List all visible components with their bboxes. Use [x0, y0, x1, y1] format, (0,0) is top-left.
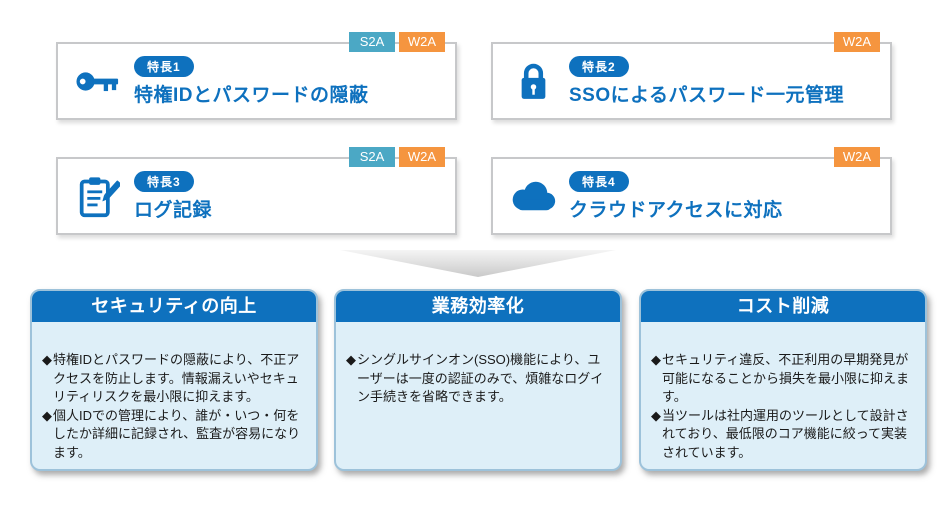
bullet-item: ◆ シングルサインオン(SSO)機能により、ユーザーは一度の認証のみで、煩雑なロ… — [346, 351, 612, 407]
tag-w2a: W2A — [834, 32, 880, 52]
lock-icon — [509, 62, 557, 101]
feature-card-3: S2A W2A 特長3 ログ記録 — [56, 147, 457, 235]
feature-texts: 特長3 ログ記録 — [134, 170, 213, 222]
bullet-text: 個人IDでの管理により、誰が・いつ・何をしたか詳細に記録され、監査が容易になりま… — [53, 407, 301, 460]
bullet-text: セキュリティ違反、不正利用の早期発見が可能になることから損失を最小限に抑えます。 — [662, 352, 910, 405]
clipboard-pencil-icon — [74, 175, 122, 218]
diamond-bullet-icon: ◆ — [346, 352, 356, 367]
edition-tags: W2A — [834, 32, 880, 52]
bullet-text: 特権IDとパスワードの隠蔽により、不正アクセスを防止します。情報漏えいやセキュリ… — [53, 352, 300, 405]
tag-w2a: W2A — [399, 147, 445, 167]
benefit-body: ◆ 特権IDとパスワードの隠蔽により、不正アクセスを防止します。情報漏えいやセキ… — [32, 322, 316, 462]
feature-card-4: W2A 特長4 クラウドアクセスに対応 — [491, 147, 892, 235]
edition-tags: S2A W2A — [349, 147, 445, 167]
feature-title: 特権IDとパスワードの隠蔽 — [134, 84, 369, 106]
benefit-box-security: セキュリティの向上 ◆ 特権IDとパスワードの隠蔽により、不正アクセスを防止しま… — [30, 289, 318, 471]
benefit-title: コスト削減 — [641, 291, 925, 322]
feature-badge: 特長3 — [134, 170, 194, 192]
key-icon — [74, 69, 122, 94]
benefit-body: ◆ セキュリティ違反、不正利用の早期発見が可能になることから損失を最小限に抑えま… — [641, 322, 925, 462]
bullet-text: シングルサインオン(SSO)機能により、ユーザーは一度の認証のみで、煩雑なログイ… — [357, 352, 604, 405]
benefit-title: 業務効率化 — [336, 291, 620, 322]
bullet-item: ◆ セキュリティ違反、不正利用の早期発見が可能になることから損失を最小限に抑えま… — [651, 351, 917, 407]
feature-texts: 特長4 クラウドアクセスに対応 — [569, 170, 783, 222]
edition-tags: S2A W2A — [349, 32, 445, 52]
diamond-bullet-icon: ◆ — [651, 407, 661, 423]
bullet-item: ◆ 当ツールは社内運用のツールとして設計されており、最低限のコア機能に絞って実装… — [651, 407, 917, 463]
bullet-item: ◆ 個人IDでの管理により、誰が・いつ・何をしたか詳細に記録され、監査が容易にな… — [42, 407, 308, 463]
bullet-text: 当ツールは社内運用のツールとして設計されており、最低限のコア機能に絞って実装され… — [662, 407, 909, 460]
feature-texts: 特長2 SSOによるパスワード一元管理 — [569, 55, 845, 107]
benefit-box-cost: コスト削減 ◆ セキュリティ違反、不正利用の早期発見が可能になることから損失を最… — [639, 289, 927, 471]
benefit-box-efficiency: 業務効率化 ◆ シングルサインオン(SSO)機能により、ユーザーは一度の認証のみ… — [334, 289, 622, 471]
feature-title: クラウドアクセスに対応 — [569, 199, 783, 221]
tag-s2a: S2A — [349, 32, 395, 52]
tag-w2a: W2A — [834, 147, 880, 167]
feature-title: ログ記録 — [134, 199, 213, 221]
feature-texts: 特長1 特権IDとパスワードの隠蔽 — [134, 55, 369, 107]
diamond-bullet-icon: ◆ — [42, 352, 52, 367]
feature-card-1: S2A W2A 特長1 特権IDとパスワードの隠蔽 — [56, 32, 457, 120]
tag-w2a: W2A — [399, 32, 445, 52]
feature-card-2: W2A 特長2 SSOによるパスワード一元管理 — [491, 32, 892, 120]
benefit-body: ◆ シングルサインオン(SSO)機能により、ユーザーは一度の認証のみで、煩雑なロ… — [336, 322, 620, 407]
feature-badge: 特長1 — [134, 55, 194, 77]
bullet-item: ◆ 特権IDとパスワードの隠蔽により、不正アクセスを防止します。情報漏えいやセキ… — [42, 351, 308, 407]
benefit-title: セキュリティの向上 — [32, 291, 316, 322]
feature-badge: 特長4 — [569, 170, 629, 192]
diamond-bullet-icon: ◆ — [42, 407, 52, 423]
edition-tags: W2A — [834, 147, 880, 167]
feature-title: SSOによるパスワード一元管理 — [569, 84, 845, 106]
feature-badge: 特長2 — [569, 55, 629, 77]
diamond-bullet-icon: ◆ — [651, 352, 661, 367]
cloud-icon — [509, 181, 557, 211]
down-arrow — [340, 250, 616, 277]
tag-s2a: S2A — [349, 147, 395, 167]
